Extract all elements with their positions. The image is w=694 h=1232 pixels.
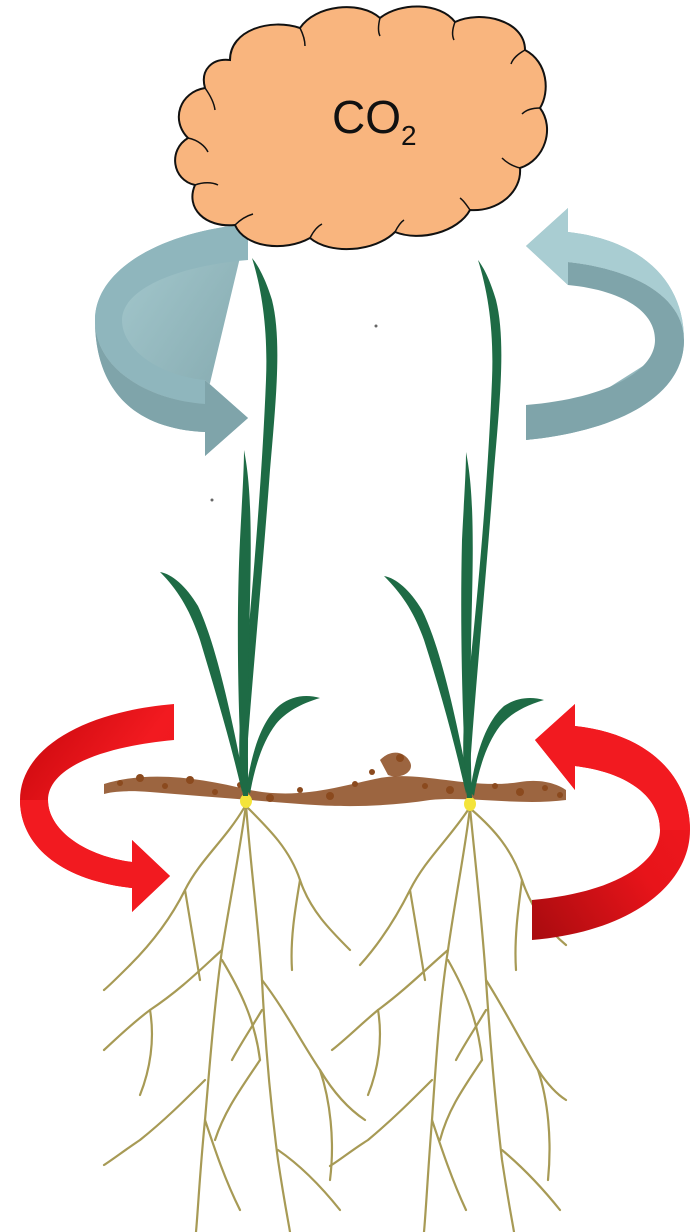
roots-right bbox=[330, 808, 566, 1232]
plant-right bbox=[384, 260, 544, 798]
co2-subscript: 2 bbox=[401, 120, 417, 151]
seed-left bbox=[240, 794, 252, 808]
co2-cloud: CO2 bbox=[175, 6, 547, 249]
shoot-arrow-right bbox=[526, 208, 684, 440]
root-arrow-right bbox=[532, 704, 690, 940]
speck bbox=[375, 325, 378, 328]
shoot-arrow-left bbox=[95, 224, 248, 456]
soil-layer bbox=[104, 753, 566, 806]
leaf-left-curve bbox=[160, 572, 242, 792]
speck bbox=[211, 499, 214, 502]
root-arrow-left bbox=[20, 704, 174, 912]
leaf-left-horizontal bbox=[246, 696, 320, 794]
seed-right bbox=[464, 797, 476, 811]
